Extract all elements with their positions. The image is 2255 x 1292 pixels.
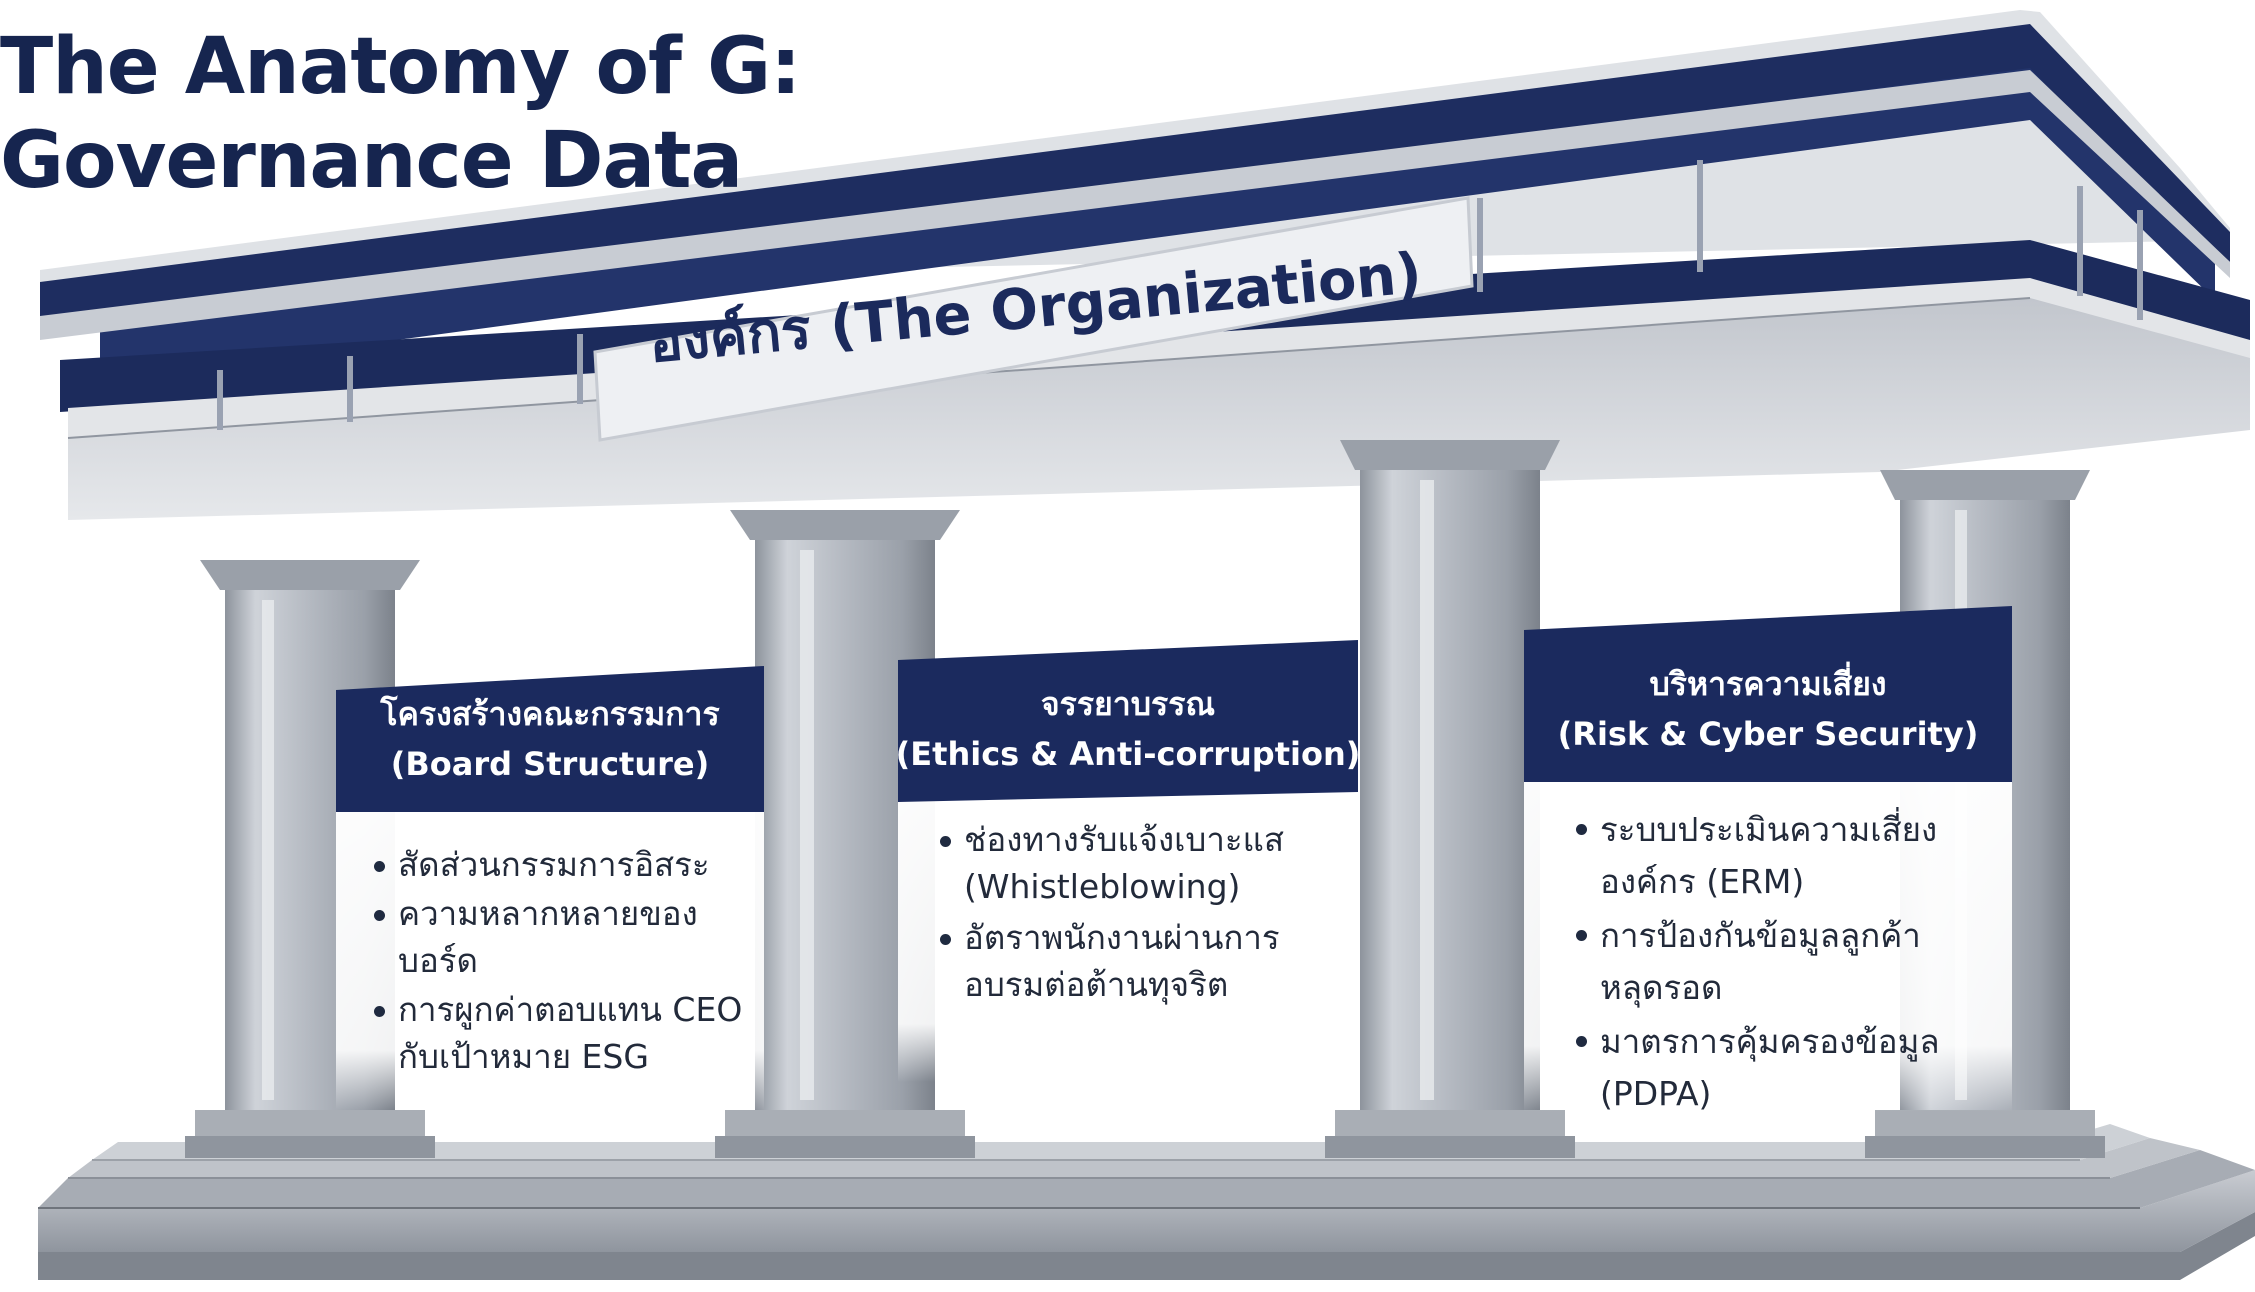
pillar-title-en: (Ethics & Anti-corruption): [895, 735, 1361, 773]
panel-backgrounds: [336, 606, 2012, 1112]
pillar-header: จรรยาบรรณ (Ethics & Anti-corruption): [895, 656, 1361, 802]
pillar-title-en: (Board Structure): [390, 745, 710, 783]
steps: [38, 1124, 2255, 1280]
list-item: ช่องทางรับแจ้งเบาะแส (Whistleblowing): [934, 816, 1358, 910]
column-3: [1325, 440, 1575, 1158]
list-item: ความหลากหลายของ บอร์ด: [368, 890, 764, 984]
list-item: การป้องกันข้อมูลลูกค้า หลุดรอด: [1570, 910, 2012, 1014]
pillar-header: โครงสร้างคณะกรรมการ (Board Structure): [336, 666, 764, 812]
pillar-header: บริหารความเสี่ยง (Risk & Cyber Security): [1524, 636, 2012, 782]
list-item: การผูกค่าตอบแทน CEO กับเป้าหมาย ESG: [368, 986, 764, 1080]
list-item: สัดส่วนกรรมการอิสระ: [368, 841, 764, 888]
main-title-line-1: The Anatomy of G:: [0, 22, 801, 112]
pillar-title-th: จรรยาบรรณ: [1040, 685, 1216, 723]
pillar-title-th: บริหารความเสี่ยง: [1649, 665, 1887, 703]
pillar-title-th: โครงสร้างคณะกรรมการ: [380, 695, 720, 733]
pillar-items: ระบบประเมินความเสี่ยง องค์กร (ERM) การป้…: [1524, 804, 2012, 1122]
list-item: อัตราพนักงานผ่านการ อบรมต่อต้านทุจริต: [934, 914, 1358, 1008]
list-item: ระบบประเมินความเสี่ยง องค์กร (ERM): [1570, 804, 2012, 908]
list-item: มาตรการคุ้มครองข้อมูล (PDPA): [1570, 1016, 2012, 1120]
roof: [40, 10, 2250, 520]
pillar-items: สัดส่วนกรรมการอิสระ ความหลากหลายของ บอร์…: [336, 841, 764, 1082]
main-title-line-2: Governance Data: [0, 116, 743, 206]
pillar-items: ช่องทางรับแจ้งเบาะแส (Whistleblowing) อั…: [898, 816, 1358, 1012]
main-title: The Anatomy of G: Governance Data: [0, 20, 900, 208]
pillar-title-en: (Risk & Cyber Security): [1557, 715, 1979, 753]
